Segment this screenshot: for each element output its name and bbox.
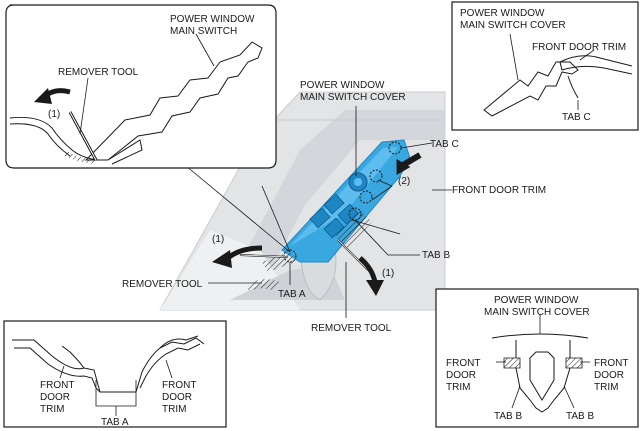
label-tabb-cover-line2: MAIN SWITCH COVER [484,307,590,318]
label-step-1-right: (1) [382,268,394,279]
label-front-door-trim-main: FRONT DOOR TRIM [452,185,546,196]
label-tab-b-detail-right: TAB B [566,411,594,422]
label-tabb-cover-line1: POWER WINDOW [494,295,579,306]
label-remover-tool-bottom: REMOVER TOOL [311,323,392,334]
label-tabb-door-left: DOOR [446,370,476,381]
label-tabb-trim-right: TRIM [594,382,618,393]
label-pw-switch-line1: POWER WINDOW [170,14,255,25]
label-remover-tool-zoom: REMOVER TOOL [58,67,139,78]
label-taba-door-right: DOOR [162,392,192,403]
zoom-box-remover-detail: POWER WINDOW MAIN SWITCH REMOVER TOOL (1… [5,4,277,169]
label-step-2: (2) [398,176,410,187]
zoom-arrow-icon [34,88,52,104]
label-tab-c-detail: TAB C [562,112,591,123]
label-step-1-zoom: (1) [48,109,60,120]
label-tabc-cover-line2: MAIN SWITCH COVER [460,20,566,31]
arrow-2-icon [396,158,411,176]
label-taba-front-left: FRONT [40,380,74,391]
arrow-1-right-icon [366,280,384,296]
zoom-callout-lines [185,165,291,253]
remover-tools-main [239,239,369,271]
label-taba-trim-left: TRIM [40,404,64,415]
label-tabb-trim-left: TRIM [446,382,470,393]
label-taba-trim-right: TRIM [162,404,186,415]
label-pw-switch-line2: MAIN SWITCH [170,26,237,37]
label-tabc-door-trim: FRONT DOOR TRIM [532,42,626,53]
label-tab-a-main: TAB A [278,289,306,300]
arrow-1-left-icon [212,250,232,268]
label-remover-tool-left: REMOVER TOOL [122,279,203,290]
label-taba-front-right: FRONT [162,380,196,391]
label-step-1-left: (1) [212,234,224,245]
label-tab-c-main: TAB C [430,139,459,150]
label-tabb-front-left: FRONT [446,358,480,369]
label-tab-b-main: TAB B [422,250,450,261]
tab-b-marker [348,207,362,221]
label-tabc-cover-line1: POWER WINDOW [460,8,545,19]
leaders-main [208,106,452,318]
detail-box-tab-a: FRONT DOOR TRIM FRONT DOOR TRIM TAB A [3,320,227,428]
label-tab-a-detail: TAB A [101,417,129,428]
label-cover-line1: POWER WINDOW [300,80,385,91]
motion-arrows [212,152,422,296]
detail-box-tab-c: POWER WINDOW MAIN SWITCH COVER FRONT DOO… [451,1,639,131]
label-taba-door-left: DOOR [40,392,70,403]
label-cover-line2: MAIN SWITCH COVER [300,92,406,103]
label-tabb-front-right: FRONT [594,358,628,369]
label-tab-b-detail-left: TAB B [494,411,522,422]
detail-box-tab-b: POWER WINDOW MAIN SWITCH COVER FRONT DOO… [435,288,639,428]
label-tabb-door-right: DOOR [594,370,624,381]
